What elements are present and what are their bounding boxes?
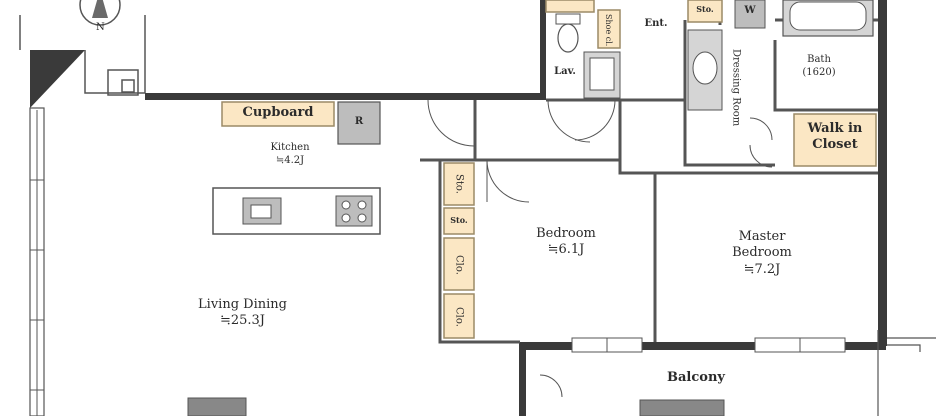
storage-2-label: Sto. bbox=[450, 215, 468, 225]
shoe-closet-label: Shoe cl. bbox=[604, 14, 613, 47]
living-dining-area: ≒25.3J bbox=[219, 313, 266, 329]
balcony-label: Balcony bbox=[667, 370, 725, 385]
walls bbox=[29, 0, 887, 416]
closet-1-label: Clo. bbox=[453, 255, 465, 275]
lavatory-label: Lav. bbox=[554, 66, 576, 77]
window-wall-marks bbox=[30, 110, 44, 416]
master-bedroom-name2: Bedroom bbox=[732, 245, 792, 261]
fixtures bbox=[187, 0, 874, 416]
balcony-edge bbox=[877, 330, 936, 416]
walk-in-closet-line1: Walk in bbox=[807, 121, 863, 136]
compass bbox=[79, 0, 121, 26]
living-dining-name: Living Dining bbox=[198, 297, 287, 312]
master-bedroom-name: Master bbox=[738, 229, 786, 244]
interior-walls bbox=[420, 0, 878, 344]
bedroom-windows bbox=[571, 337, 846, 353]
bedroom-name: Bedroom bbox=[536, 226, 596, 241]
walk-in-closet-line2: Closet bbox=[812, 137, 858, 153]
master-bedroom-area: ≒7.2J bbox=[743, 261, 781, 277]
top-left-balcony bbox=[19, 15, 146, 96]
compass-north-label: N bbox=[96, 22, 105, 33]
closet-2-label: Clo. bbox=[453, 307, 465, 327]
master-bedroom-label: Master Bedroom ≒7.2J bbox=[712, 229, 812, 278]
kitchen-name: Kitchen bbox=[270, 142, 310, 153]
entrance-label: Ent. bbox=[644, 18, 668, 29]
dressing-room-label: Dressing Room bbox=[730, 49, 742, 127]
refrigerator-label: R bbox=[354, 116, 364, 127]
entrance-storage-label: Sto. bbox=[696, 4, 714, 14]
kitchen-label: Kitchen ≒4.2J bbox=[255, 142, 325, 167]
storage-units bbox=[221, 0, 877, 339]
storage-1-label: Sto. bbox=[453, 174, 465, 194]
kitchen-area: ≒4.2J bbox=[275, 154, 305, 166]
bath-name: Bath bbox=[807, 54, 831, 65]
walk-in-closet-label: Walk in Closet bbox=[794, 121, 876, 154]
bedroom-area: ≒6.1J bbox=[547, 242, 585, 258]
washer-label: W bbox=[744, 5, 756, 16]
bedroom-label: Bedroom ≒6.1J bbox=[520, 226, 612, 259]
bath-label: Bath (1620) bbox=[790, 54, 848, 79]
bath-size: (1620) bbox=[802, 66, 836, 78]
living-dining-label: Living Dining ≒25.3J bbox=[170, 297, 315, 330]
door-swings bbox=[427, 99, 773, 398]
cupboard-label: Cupboard bbox=[242, 105, 314, 120]
